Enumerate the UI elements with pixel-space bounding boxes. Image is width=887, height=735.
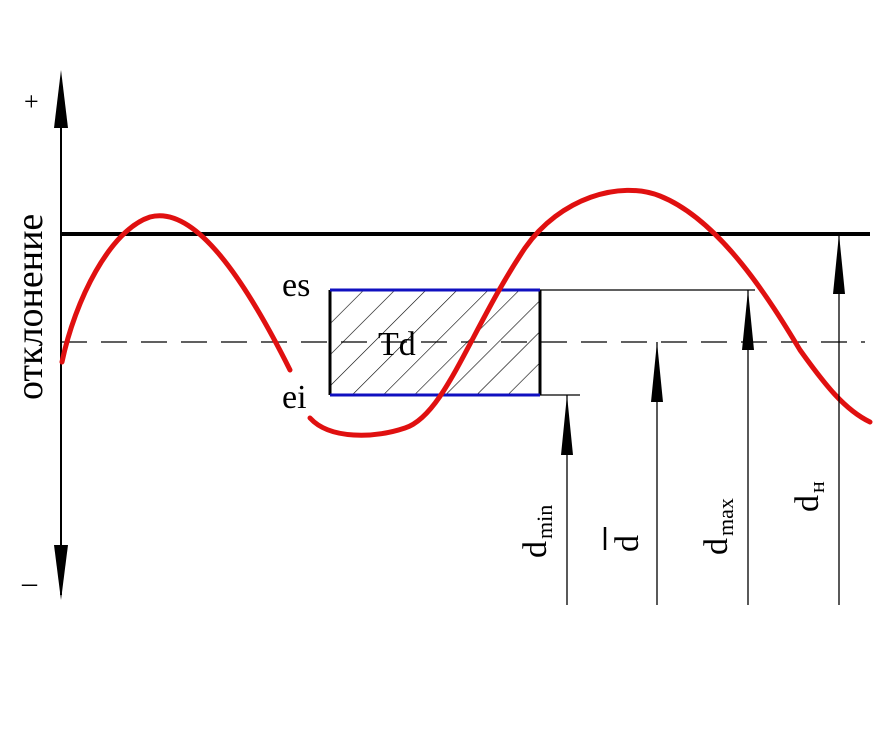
svg-text:dmin: dmin (517, 505, 557, 558)
dmean-label: d (609, 535, 646, 552)
dn-arrow (833, 234, 845, 294)
svg-text:dн: dн (789, 481, 829, 512)
svg-text:d: d (609, 535, 646, 552)
dmax-label: dmax (698, 498, 738, 555)
axis-caption: отклонение (9, 214, 51, 400)
axis-arrow-up (54, 70, 68, 128)
svg-text:dmax: dmax (698, 498, 738, 555)
tolerance-field (330, 290, 540, 395)
es-label: es (282, 267, 310, 304)
plus-label: + (24, 87, 39, 116)
dmin-arrow (561, 395, 573, 455)
dn-label: dн (789, 481, 829, 512)
axis-arrow-down (54, 545, 68, 600)
dmax-arrow (742, 290, 754, 350)
deviation-wave-left (59, 213, 293, 373)
dmean-arrow (651, 342, 663, 402)
deviation-wave-right (307, 187, 873, 438)
dmin-label: dmin (517, 505, 557, 558)
td-label: Td (378, 326, 416, 363)
minus-label: – (21, 566, 38, 599)
ei-label: ei (282, 379, 307, 416)
